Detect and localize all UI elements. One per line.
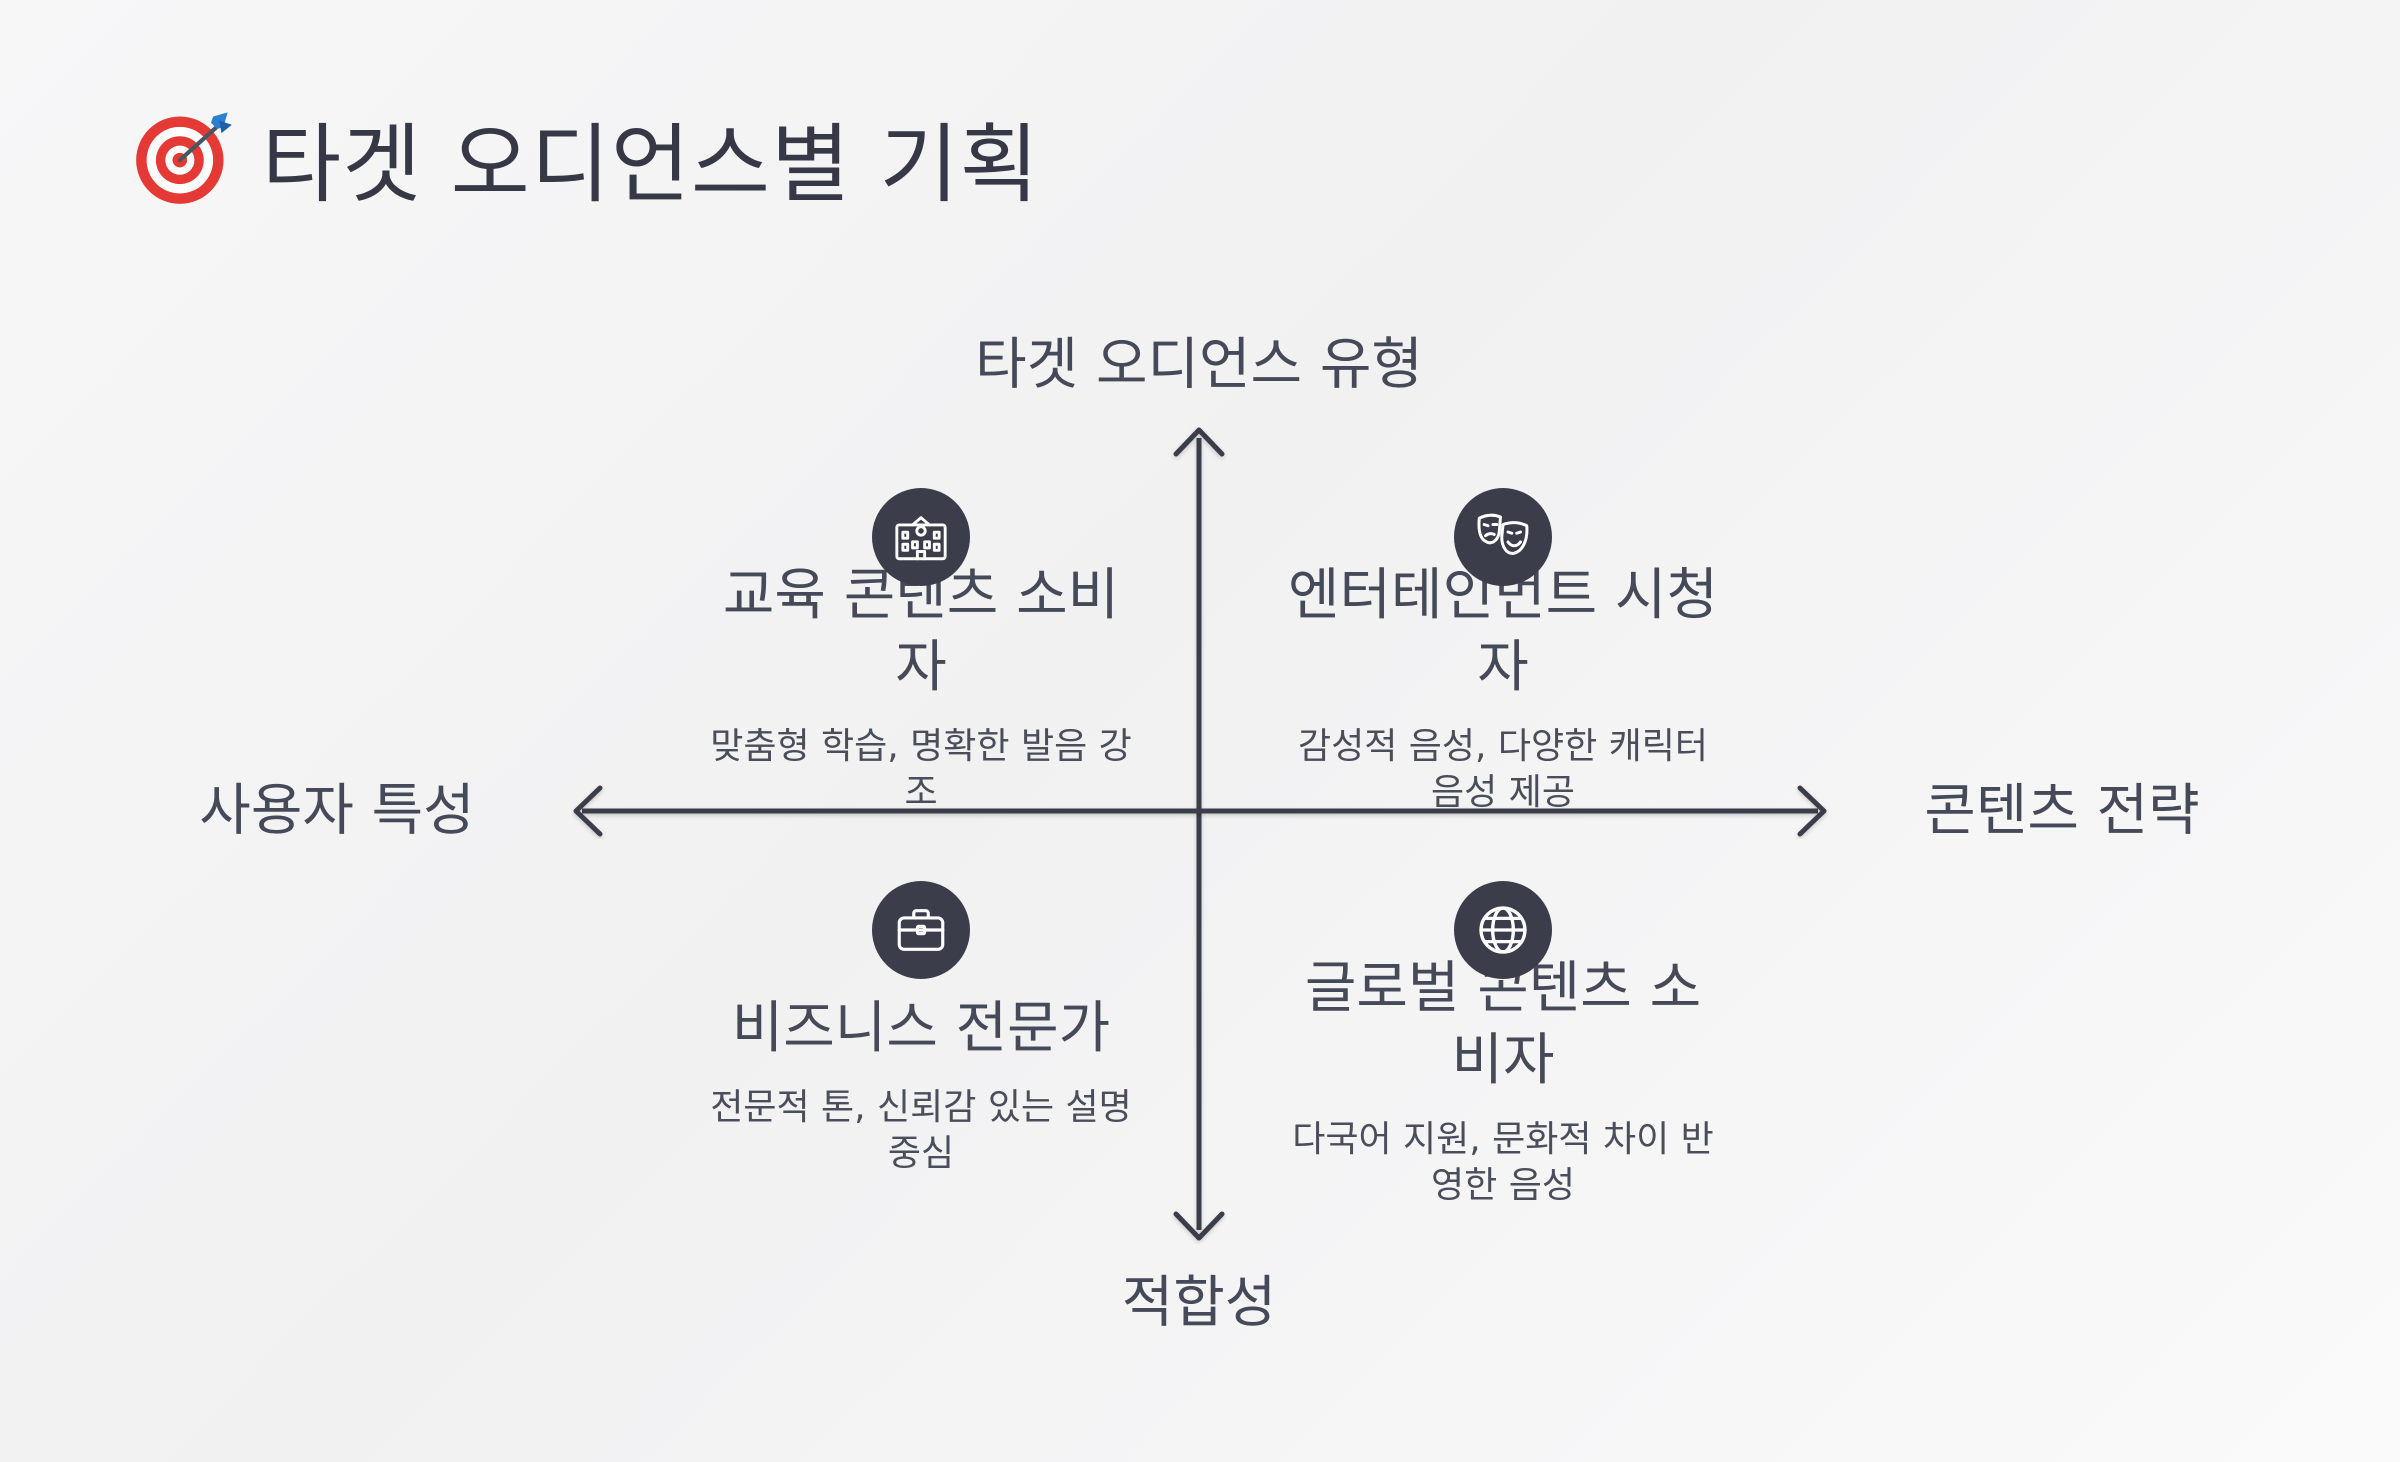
- theater-masks-icon: [1454, 488, 1552, 586]
- quadrant-description: 감성적 음성, 다양한 캐릭터 음성 제공: [1297, 726, 1709, 813]
- globe-icon: [1454, 881, 1552, 979]
- quadrant-entertainment: 엔터테인먼트 시청자 감성적 음성, 다양한 캐릭터 음성 제공: [1283, 488, 1723, 816]
- title-row: 타겟 오디언스별 기획: [132, 96, 1040, 216]
- quadrant-global: 글로벌 콘텐츠 소비자 다국어 지원, 문화적 차이 반영한 음성: [1283, 881, 1723, 1209]
- horizontal-axis: [573, 785, 1827, 837]
- axis-label-top: 타겟 오디언스 유형: [975, 332, 1423, 398]
- axis-label-bottom: 적합성: [1121, 1270, 1277, 1336]
- quadrant-description: 전문적 톤, 신뢰감 있는 설명 중심: [710, 1087, 1132, 1174]
- briefcase-icon: [872, 881, 970, 979]
- axis-label-right: 콘텐츠 전략: [1924, 778, 2200, 844]
- school-building-icon: [872, 488, 970, 586]
- vertical-axis: [1173, 427, 1225, 1241]
- axis-label-left: 사용자 특성: [199, 778, 475, 844]
- target-icon: [136, 112, 232, 204]
- quadrant-title: 비즈니스 전문가: [731, 996, 1111, 1061]
- page-title: 타겟 오디언스별 기획: [262, 114, 1040, 215]
- quadrant-description: 다국어 지원, 문화적 차이 반영한 음성: [1292, 1119, 1714, 1206]
- quadrant-business: 비즈니스 전문가 전문적 톤, 신뢰감 있는 설명 중심: [701, 881, 1141, 1177]
- quadrant-description: 맞춤형 학습, 명확한 발음 강조: [710, 726, 1132, 813]
- quadrant-education: 교육 콘텐츠 소비자 맞춤형 학습, 명확한 발음 강조: [701, 488, 1141, 816]
